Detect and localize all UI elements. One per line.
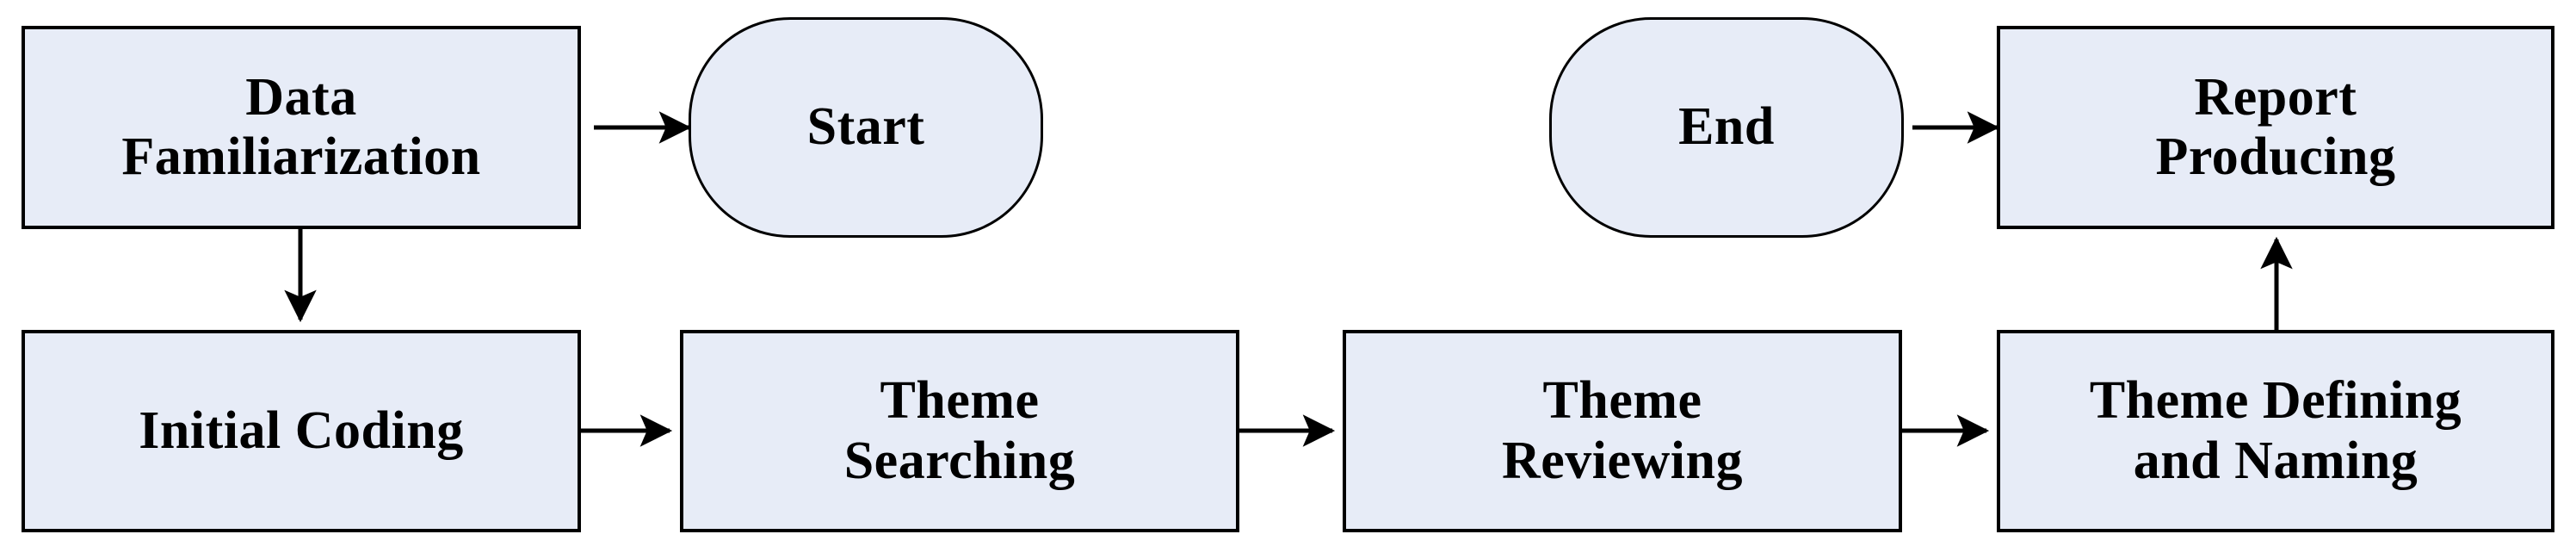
node-theme-defining-and-naming[interactable]: Theme Defining and Naming	[1997, 330, 2554, 532]
node-data-familiarization[interactable]: Data Familiarization	[22, 26, 581, 229]
node-label: Theme Searching	[843, 371, 1076, 490]
node-label: Theme Reviewing	[1501, 371, 1744, 490]
node-label: Theme Defining and Naming	[2089, 371, 2462, 490]
node-label: Report Producing	[2155, 67, 2396, 186]
node-end[interactable]: End	[1549, 17, 1904, 238]
node-report-producing[interactable]: Report Producing	[1997, 26, 2554, 229]
node-theme-reviewing[interactable]: Theme Reviewing	[1343, 330, 1902, 532]
node-initial-coding[interactable]: Initial Coding	[22, 330, 581, 532]
node-theme-searching[interactable]: Theme Searching	[680, 330, 1239, 532]
node-start[interactable]: Start	[689, 17, 1043, 238]
node-label: Initial Coding	[139, 401, 464, 460]
node-label: Data Familiarization	[121, 67, 481, 186]
node-label: Start	[806, 97, 925, 157]
node-label: End	[1678, 97, 1775, 157]
